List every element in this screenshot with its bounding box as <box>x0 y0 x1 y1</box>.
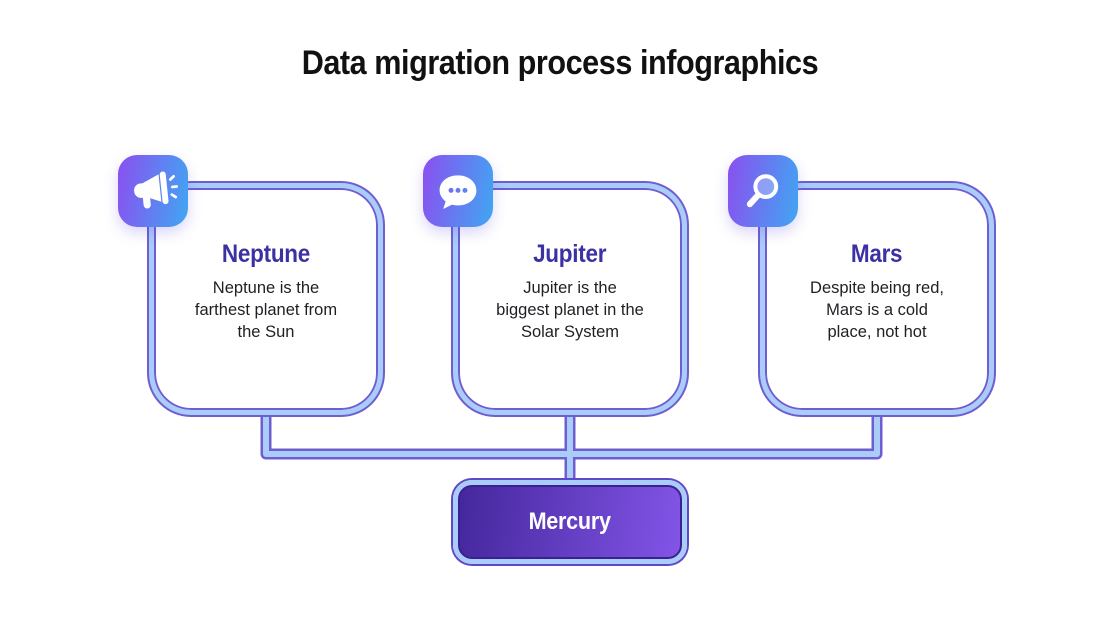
card-description: Despite being red, Mars is a cold place,… <box>810 279 944 341</box>
card-title-text: Jupiter <box>533 240 607 268</box>
card-description: Neptune is the farthest planet from the … <box>194 279 338 341</box>
page-title: Data migration process infographics <box>0 44 1120 83</box>
card-title: Neptune <box>154 240 378 269</box>
result-node-label: Mercury <box>528 508 612 535</box>
speech-bubble-icon <box>423 155 493 227</box>
search-icon <box>728 155 798 227</box>
page-title-text: Data migration process infographics <box>301 44 819 82</box>
result-node-mercury: Mercury <box>453 480 687 564</box>
card-description: Jupiter is the biggest planet in the Sol… <box>496 279 644 341</box>
card-title: Mars <box>765 240 989 269</box>
card-neptune: Neptune Neptune is the farthest planet f… <box>149 183 383 415</box>
megaphone-icon <box>118 155 188 227</box>
card-title-text: Neptune <box>221 240 311 268</box>
card-title: Jupiter <box>458 240 682 269</box>
card-mars: Mars Despite being red, Mars is a cold p… <box>760 183 994 415</box>
card-title-text: Mars <box>851 240 903 268</box>
card-jupiter: Jupiter Jupiter is the biggest planet in… <box>453 183 687 415</box>
